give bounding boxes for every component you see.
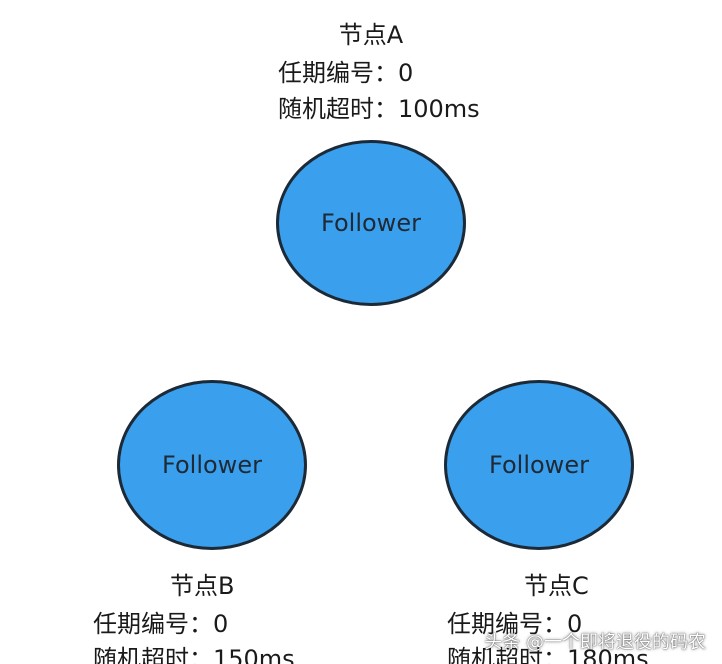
watermark: 头条 @一个即将退役的码农 (484, 632, 706, 653)
node-c-timeout: 随机超时：180ms (447, 645, 649, 664)
node-b-timeout: 随机超时：150ms (93, 645, 295, 664)
node-a-term: 任期编号：0 (278, 59, 414, 87)
node-a-title: 节点A (338, 21, 404, 49)
node-c-term: 任期编号：0 (447, 610, 583, 638)
node-c-title: 节点C (524, 572, 589, 600)
node-a-state: Follower (321, 209, 421, 237)
node-c-circle: Follower (444, 380, 634, 550)
node-b-circle: Follower (117, 380, 307, 550)
node-b-title: 节点B (170, 572, 235, 600)
node-c-state: Follower (489, 451, 589, 479)
node-a-circle: Follower (276, 140, 466, 306)
node-b-term: 任期编号：0 (93, 610, 229, 638)
node-a-timeout: 随机超时：100ms (278, 95, 480, 123)
node-b-state: Follower (162, 451, 262, 479)
